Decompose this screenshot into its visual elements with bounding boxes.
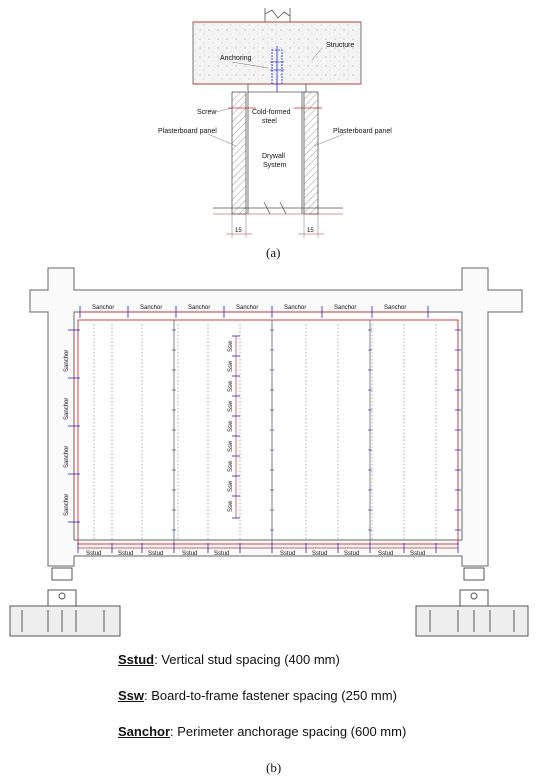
ssw-label: Ssw [228,480,234,492]
sanchor-label: Sanchor [384,305,406,311]
sanchor-label: Sanchor [334,305,356,311]
figure-a: Anchoring Structure Screw Cold-formed st… [158,8,392,260]
sstud-label: Sstud [182,551,197,557]
plasterboard-right [303,91,319,215]
legend-desc: : Vertical stud spacing (400 mm) [154,652,340,667]
sanchor-label: Sanchor [64,350,70,372]
break-line-bottom [213,201,343,215]
sanchor-label: Sanchor [188,305,210,311]
label-cold-formed: Cold-formed [252,109,291,116]
sanchor-label: Sanchor [64,494,70,516]
legend-term: Ssw [118,688,145,703]
sstud-label: Sstud [344,551,359,557]
sstud-label: Sstud [410,551,425,557]
break-line-top [264,8,291,22]
label-structure: Structure [326,42,355,49]
plasterboard-left [231,91,247,215]
sstud-label: Sstud [148,551,163,557]
legend-sstud: Sstud: Vertical stud spacing (400 mm) [118,652,538,667]
ssw-label: Ssw [228,440,234,452]
dim-left: 15 [235,228,242,234]
label-screw: Screw [197,109,217,116]
sanchor-label: Sanchor [140,305,162,311]
frame-opening [73,311,463,541]
label-anchoring: Anchoring [220,55,252,62]
label-plasterboard-right: Plasterboard panel [333,128,392,135]
support-left [9,567,121,637]
label-drywall: Drywall [262,153,285,160]
legend-ssw: Ssw: Board-to-frame fastener spacing (25… [118,688,538,703]
dim-right: 15 [307,228,314,234]
legend-desc: : Board-to-frame fastener spacing (250 m… [144,688,397,703]
sanchor-label: Sanchor [64,446,70,468]
sstud-label: Sstud [378,551,393,557]
ssw-label: Ssw [228,420,234,432]
sstud-label: Sstud [86,551,101,557]
top-track [247,84,307,93]
ssw-label: Ssw [228,400,234,412]
legend-term: Sstud [118,652,155,667]
ssw-label: Ssw [228,340,234,352]
sstud-label: Sstud [312,551,327,557]
legend-sanchor: Sanchor: Perimeter anchorage spacing (60… [118,724,538,739]
anchoring-bolt [270,46,284,92]
caption-b: (b) [266,760,281,775]
label-steel: steel [262,118,277,125]
label-system: System [263,162,287,169]
sanchor-label: Sanchor [64,398,70,420]
sanchor-label: Sanchor [92,305,114,311]
ssw-label: Ssw [228,460,234,472]
sstud-label: Sstud [214,551,229,557]
sstud-label: Sstud [280,551,295,557]
ssw-label: Ssw [228,500,234,512]
legend-term: Sanchor [118,724,171,739]
sanchor-label: Sanchor [284,305,306,311]
sstud-label: Sstud [118,551,133,557]
ssw-label: Ssw [228,380,234,392]
sanchor-label: Sanchor [236,305,258,311]
caption-a: (a) [266,245,280,260]
ssw-label: Ssw [228,360,234,372]
panel-outline [77,319,459,545]
legend-desc: : Perimeter anchorage spacing (600 mm) [170,724,407,739]
label-plasterboard-left: Plasterboard panel [158,128,217,135]
support-right [415,567,529,637]
